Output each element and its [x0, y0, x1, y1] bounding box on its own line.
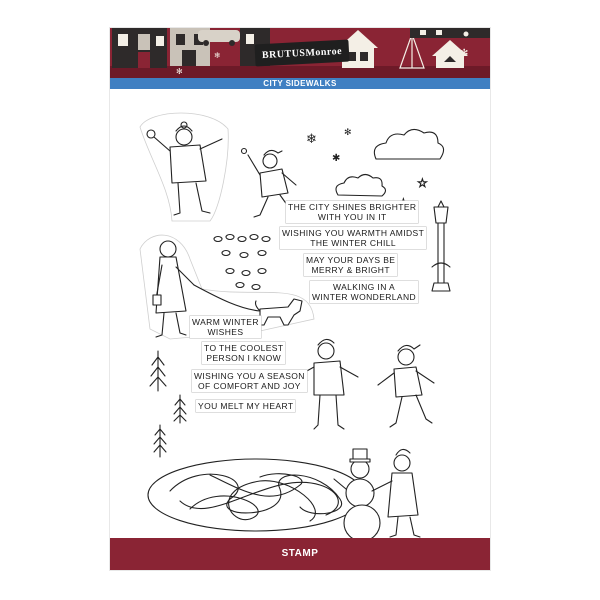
sentiment-city-shines: THE CITY SHINES BRIGHTER WITH YOU IN IT — [286, 201, 419, 223]
city-houses-illustration: ✻ ❄ ✻ — [110, 28, 490, 78]
sentiment-melt-my-heart: YOU MELT MY HEART — [196, 400, 296, 412]
stamp-artwork: ❄ ✻ ✱ ☆ ☆ — [139, 112, 451, 538]
header-banner: ✻ ❄ ✻ BRUTUSMonroe — [110, 28, 490, 78]
stamp-sheet: ✻ ❄ ✻ BRUTUSMonroe CITY SIDEWALKS — [110, 28, 490, 570]
skating-boy-figure — [377, 344, 435, 428]
street-lamp — [431, 200, 451, 292]
snow-tracks — [213, 233, 271, 291]
woman-walking-dog-figure — [139, 234, 315, 340]
skating-girl-figure — [295, 338, 359, 430]
sentiment-winter-wonderland: WALKING IN A WINTER WONDERLAND — [310, 281, 419, 303]
cloud-small — [335, 173, 387, 197]
sentiment-comfort-and-joy: WISHING YOU A SEASON OF COMFORT AND JOY — [192, 370, 307, 392]
snowball-thrower-figure — [139, 112, 229, 222]
product-type-footer: STAMP — [110, 538, 490, 570]
svg-text:✻: ✻ — [176, 67, 183, 76]
snowflake-icon: ✻ — [344, 128, 352, 138]
sentiment-warmth-amidst: WISHING YOU WARMTH AMIDST THE WINTER CHI… — [280, 227, 427, 249]
snowflake-icon: ✱ — [332, 153, 340, 164]
snowman-with-girl-figure — [333, 448, 421, 538]
snowflake-icon: ❄ — [306, 132, 317, 147]
ice-rink — [147, 458, 365, 532]
star-icon: ☆ — [417, 176, 428, 190]
cloud-large — [373, 128, 445, 160]
sentiment-warm-winter-wishes: WARM WINTER WISHES — [190, 316, 261, 338]
sentiment-coolest-person: TO THE COOLEST PERSON I KNOW — [202, 342, 286, 364]
svg-text:❄: ❄ — [214, 51, 221, 60]
sentiment-merry-bright: MAY YOUR DAYS BE MERRY & BRIGHT — [304, 254, 398, 276]
set-name-banner: CITY SIDEWALKS — [110, 78, 490, 89]
pine-tree-icons — [149, 350, 187, 458]
